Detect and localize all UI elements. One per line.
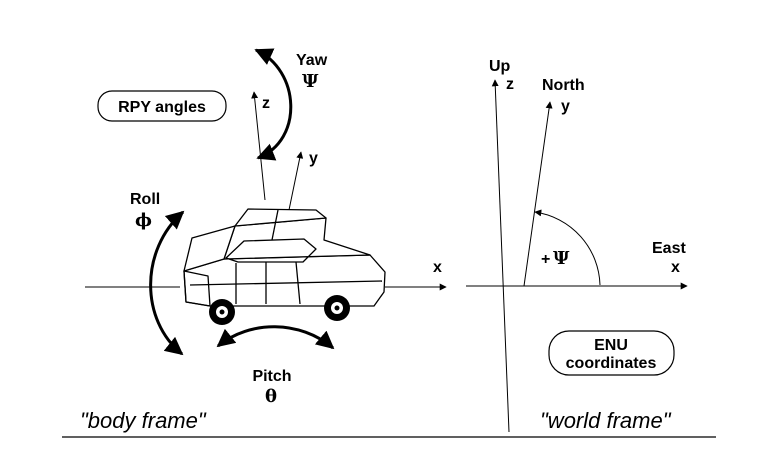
world-z-label: z <box>506 76 514 93</box>
car-icon <box>183 208 386 307</box>
world-x-label: x <box>671 259 680 276</box>
rpy-badge <box>97 90 227 122</box>
car-wheels <box>209 295 350 325</box>
up-label: Up <box>489 58 511 75</box>
yaw-symbol: Ψ <box>302 71 319 92</box>
east-label: East <box>652 240 686 257</box>
north-label: North <box>542 77 585 94</box>
body-y-axis <box>288 151 304 211</box>
roll-arrow <box>149 210 185 356</box>
up-axis <box>491 79 510 433</box>
north-axis <box>523 101 553 287</box>
body-y-label: y <box>309 150 318 167</box>
yaw-label: Yaw <box>296 52 328 69</box>
body-x-label: x <box>433 259 442 276</box>
roll-symbol: ϕ <box>135 210 152 231</box>
pitch-symbol: θ <box>265 386 277 407</box>
world-frame-caption: "world frame" <box>540 408 672 433</box>
roll-label: Roll <box>130 191 160 208</box>
enu-badge-line2: coordinates <box>566 355 657 372</box>
body-frame: x z y RPY angles Yaw Ψ Roll ϕ Pitch θ <box>80 48 447 433</box>
yaw-arrow <box>254 48 293 161</box>
enu-badge <box>548 330 675 376</box>
psi-symbol: Ψ <box>553 248 570 269</box>
psi-arc <box>534 209 601 286</box>
pitch-arrow <box>216 325 335 350</box>
body-frame-caption: "body frame" <box>80 408 207 433</box>
rpy-badge-label: RPY angles <box>118 99 206 116</box>
pitch-label: Pitch <box>252 368 291 385</box>
body-z-label: z <box>262 95 270 112</box>
psi-plus: + <box>541 251 550 268</box>
enu-badge-line1: ENU <box>594 337 628 354</box>
world-frame: East x Up z North y + Ψ ENU coordinates … <box>466 58 688 433</box>
world-y-label: y <box>561 98 570 115</box>
